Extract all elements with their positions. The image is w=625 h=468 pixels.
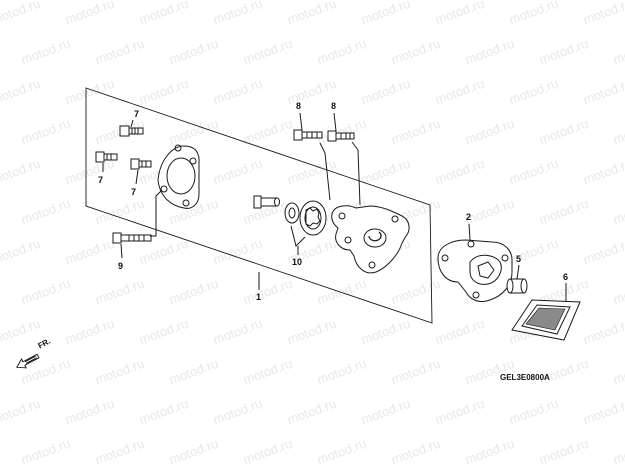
direction-arrow <box>16 353 40 369</box>
callout-5: 5 <box>516 254 522 264</box>
callout-9: 9 <box>118 261 124 271</box>
assembly-outline <box>85 87 433 324</box>
callout-6: 6 <box>563 272 569 282</box>
gasket-plate <box>437 239 513 303</box>
bushing <box>506 278 528 294</box>
bolt-7-mid <box>130 158 152 170</box>
callout-7-upper: 7 <box>134 109 140 119</box>
pump-body <box>331 205 410 274</box>
callout-10: 10 <box>292 257 303 267</box>
callout-7-mid: 7 <box>131 187 137 197</box>
callout-8-right: 8 <box>331 101 337 111</box>
callout-2: 2 <box>466 212 472 222</box>
pump-cover <box>157 144 200 209</box>
bolt-8-right <box>327 130 355 142</box>
leader-bolt8-right <box>351 141 361 206</box>
pump-shaft <box>253 195 280 209</box>
leader-bolt9-cover <box>150 189 163 237</box>
callout-8-left: 8 <box>296 101 302 111</box>
callout-7-left: 7 <box>98 175 104 185</box>
callout-1: 1 <box>256 292 262 302</box>
bolt-8-left <box>293 129 323 141</box>
diagram-code: GEL3E0800A <box>500 373 550 382</box>
leader-bolt8-left <box>319 142 331 201</box>
leader-rotor <box>290 225 306 247</box>
bolt-7-left <box>95 151 118 163</box>
bolt-9 <box>112 232 152 244</box>
oil-strainer <box>511 299 581 341</box>
bolt-7-upper <box>119 125 144 137</box>
pump-rotor-set <box>284 200 327 236</box>
